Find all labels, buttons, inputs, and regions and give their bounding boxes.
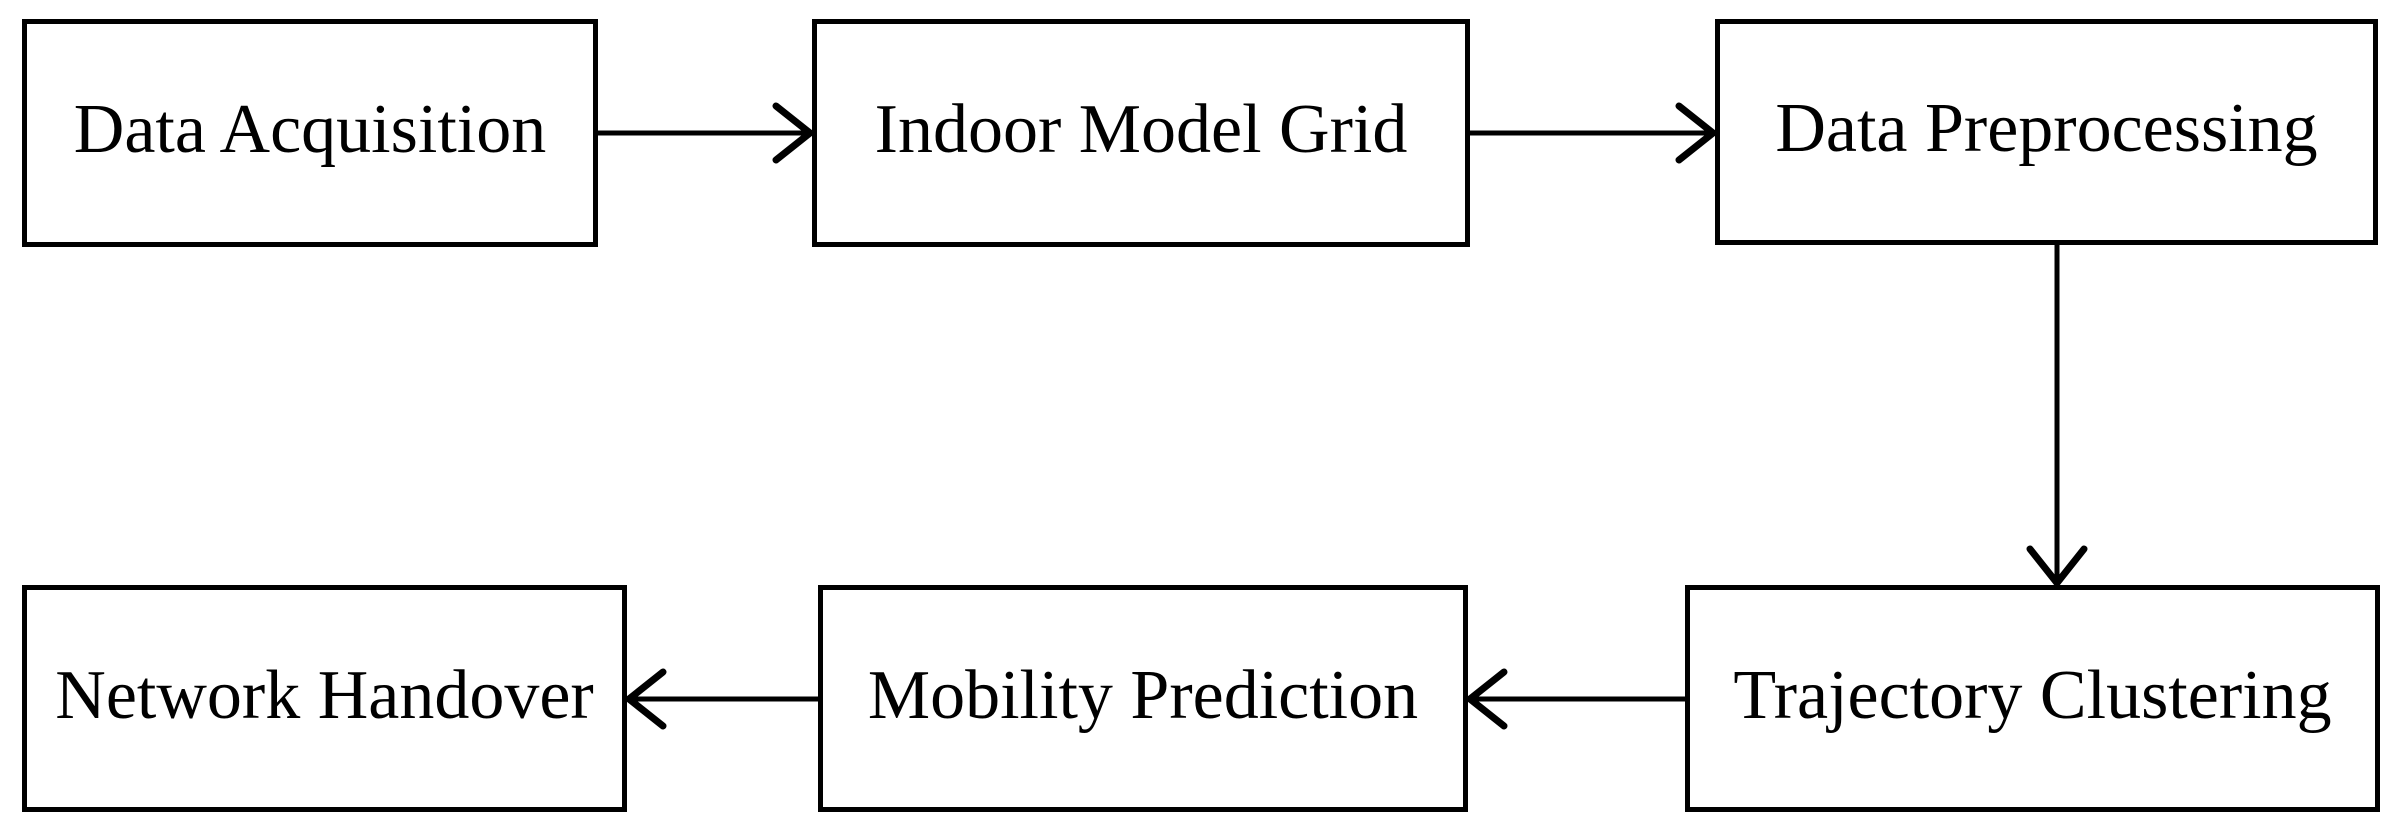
node-indoor-model-grid: Indoor Model Grid <box>812 19 1470 247</box>
node-trajectory-clustering-label: Trajectory Clustering <box>1733 656 2332 734</box>
node-network-handover-label: Network Handover <box>55 656 594 734</box>
node-mobility-prediction: Mobility Prediction <box>818 585 1468 812</box>
arrow-mobility-prediction-to-network-handover <box>623 668 818 730</box>
node-data-preprocessing-label: Data Preprocessing <box>1775 90 2318 167</box>
node-indoor-model-grid-label: Indoor Model Grid <box>874 91 1408 168</box>
node-data-acquisition-label: Data Acquisition <box>73 91 547 168</box>
arrow-data-acquisition-to-indoor-model-grid <box>598 102 816 164</box>
arrow-trajectory-clustering-to-mobility-prediction <box>1464 668 1685 730</box>
arrow-indoor-model-grid-to-data-preprocessing <box>1470 102 1719 164</box>
node-trajectory-clustering: Trajectory Clustering <box>1685 585 2380 812</box>
node-data-acquisition: Data Acquisition <box>22 19 598 247</box>
node-network-handover: Network Handover <box>22 585 627 812</box>
arrow-data-preprocessing-to-trajectory-clustering <box>2026 245 2088 589</box>
node-data-preprocessing: Data Preprocessing <box>1715 19 2378 245</box>
node-mobility-prediction-label: Mobility Prediction <box>867 656 1419 734</box>
